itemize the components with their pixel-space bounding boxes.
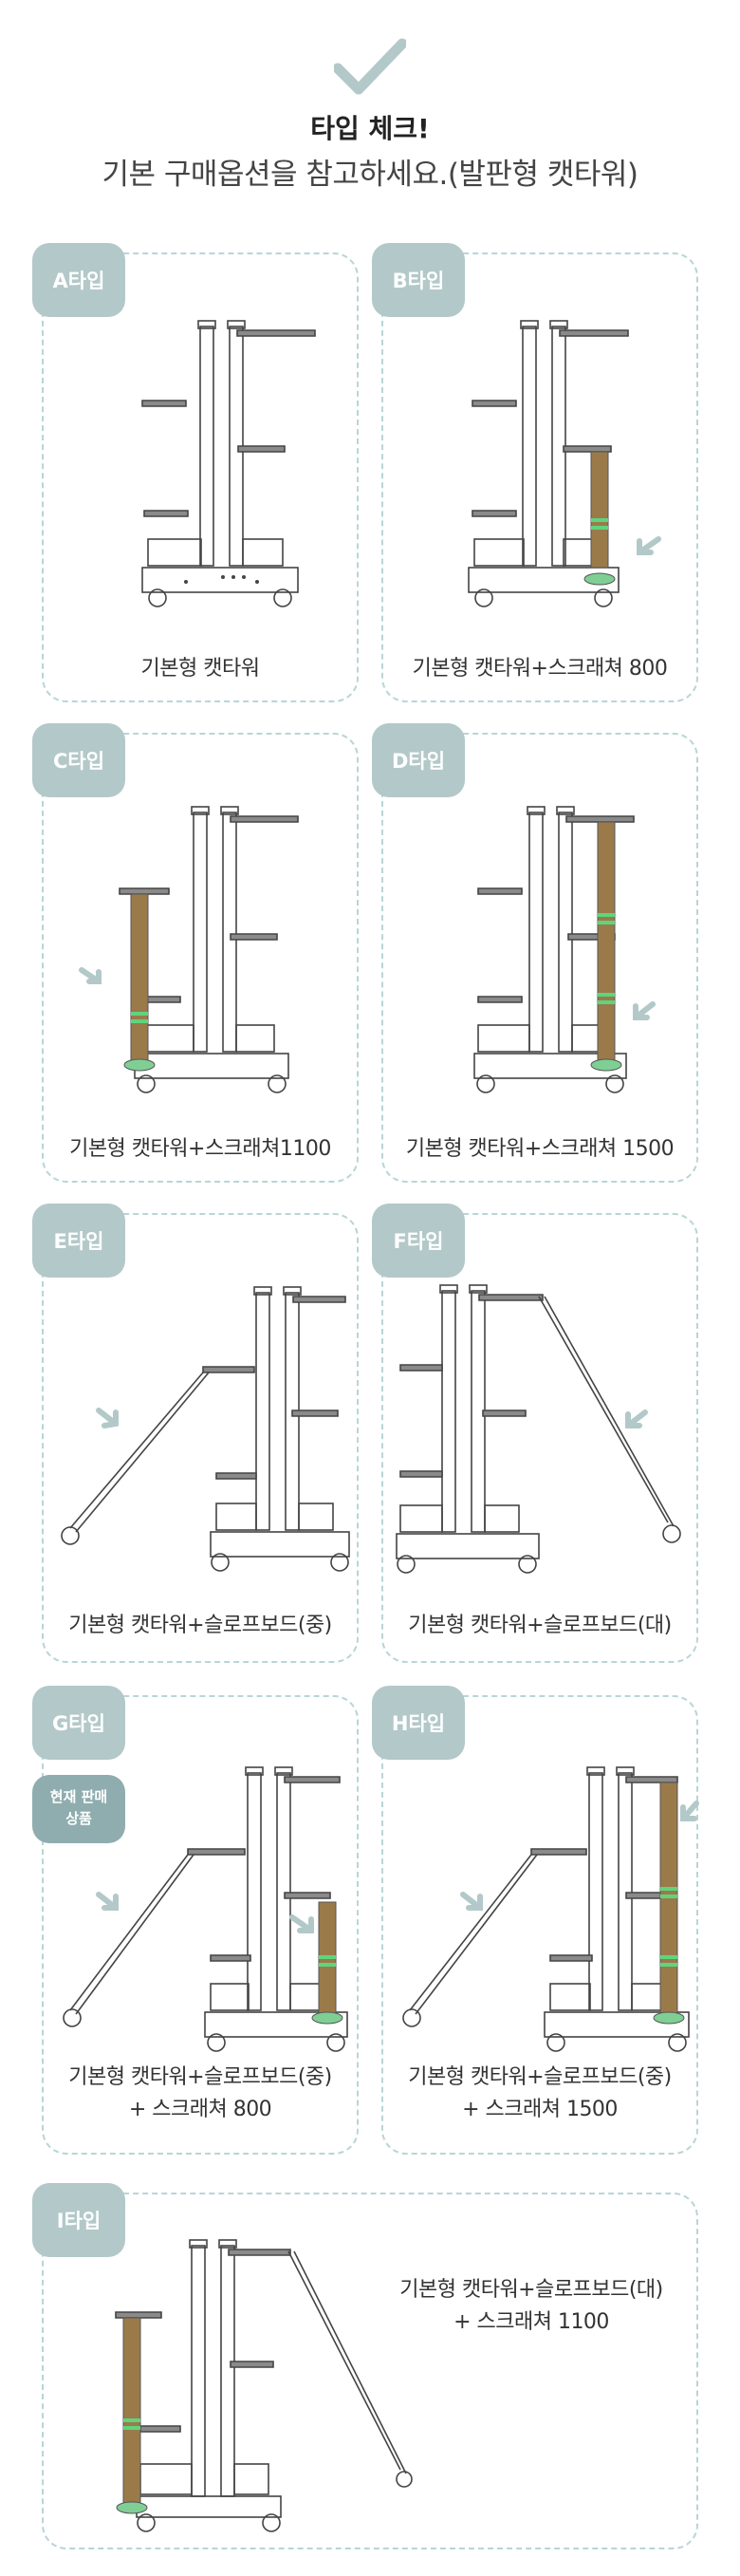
check-icon: [334, 38, 406, 95]
type-badge: H타입: [372, 1686, 465, 1760]
type-caption: 기본형 캣타워+스크래쳐1100: [69, 1137, 331, 1161]
type-badge: E타입: [32, 1204, 125, 1278]
type-caption: 기본형 캣타워+슬로프보드(중): [68, 2065, 332, 2089]
type-badge: G타입: [32, 1686, 125, 1760]
type-caption-line2: + 스크래쳐 1100: [453, 2310, 609, 2334]
cat-tower-illustration: [115, 2239, 413, 2532]
cat-tower-illustration: [141, 320, 316, 607]
type-card-e: E타입 기본형 캣타워+슬로프보드(중): [32, 1204, 359, 1663]
on-sale-label: 상품: [65, 1810, 92, 1827]
type-caption: 기본형 캣타워: [140, 657, 260, 681]
type-caption: 기본형 캣타워+슬로프보드(대): [399, 2278, 663, 2302]
type-card-h: H타입 기본형 캣타워+슬로프보드(중) + 스크래쳐 1500: [372, 1686, 699, 2155]
type-caption: 기본형 캣타워+슬로프보드(중): [68, 1614, 332, 1637]
type-card-g: G타입 현재 판매 상품 기본형 캣타워+슬로프보드(중) + 스크래쳐 800: [32, 1686, 359, 2155]
type-badge: C타입: [32, 723, 125, 797]
type-badge: I타입: [32, 2183, 125, 2257]
type-badge: F타입: [372, 1204, 465, 1278]
page-title: 타입 체크!: [310, 113, 430, 144]
page-subtitle: 기본 구매옵션을 참고하세요.(발판형 캣타워): [102, 158, 638, 192]
type-card-d: D타입 기본형 캣타워+스크래쳐 1500: [372, 723, 698, 1183]
cat-tower-illustration: [402, 1766, 699, 2052]
type-caption: 기본형 캣타워+스크래쳐 800: [412, 657, 668, 681]
cat-tower-illustration: [61, 1286, 350, 1572]
cat-tower-illustration: [396, 1284, 681, 1574]
on-sale-label: 현재 판매: [49, 1788, 108, 1805]
cat-tower-illustration: [473, 806, 656, 1093]
type-badge: D타입: [372, 723, 465, 797]
type-badge: A타입: [32, 243, 125, 317]
type-card-i: I타입 기본형 캣타워+슬로프보드(대) + 스크래쳐 1100: [32, 2183, 698, 2549]
type-caption: 기본형 캣타워+슬로프보드(대): [408, 1614, 672, 1637]
cat-tower-illustration: [468, 320, 661, 607]
on-sale-badge: 현재 판매 상품: [32, 1775, 125, 1843]
type-caption: 기본형 캣타워+슬로프보드(중): [408, 2065, 672, 2089]
cat-tower-illustration: [63, 1766, 348, 2052]
type-caption-line2: + 스크래쳐 800: [128, 2098, 272, 2121]
type-card-a: A타입 기본형 캣타워: [32, 243, 359, 702]
type-card-b: B타입 기본형 캣타워+스크래쳐 800: [372, 243, 698, 702]
cat-tower-illustration: [79, 806, 299, 1093]
type-card-f: F타입 기본형 캣타워+슬로프보드(대): [372, 1204, 698, 1663]
type-badge: B타입: [372, 243, 465, 317]
type-caption: 기본형 캣타워+스크래쳐 1500: [405, 1137, 675, 1161]
type-card-c: C타입 기본형 캣타워+스크래쳐1100: [32, 723, 359, 1183]
type-caption-line2: + 스크래쳐 1500: [462, 2098, 618, 2121]
